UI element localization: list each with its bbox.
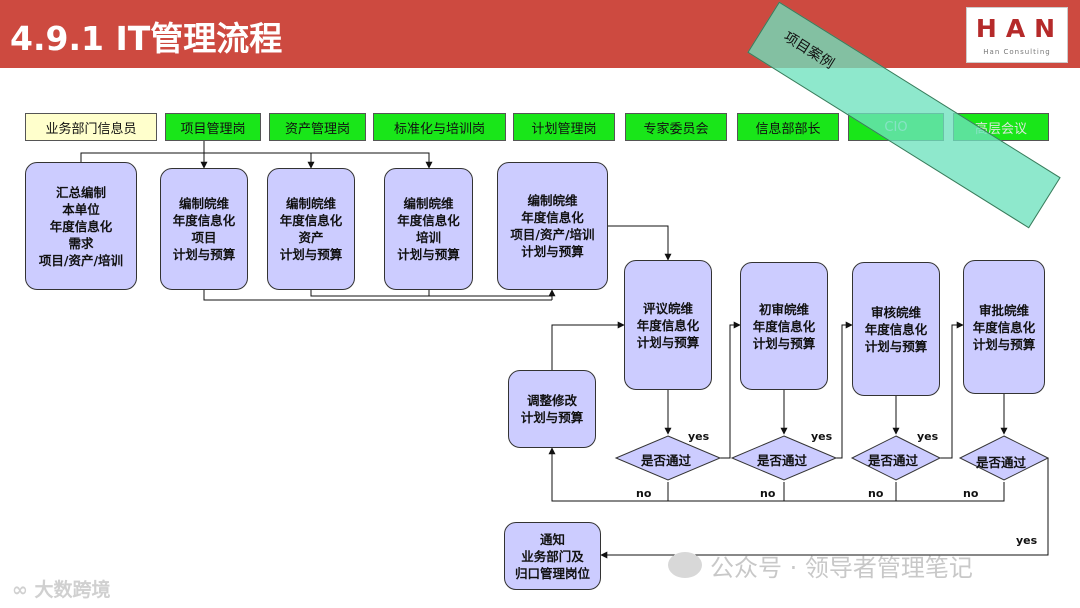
- decision-diamond-approve: [958, 435, 1050, 481]
- box-line: 计划与预算: [752, 335, 816, 351]
- brand-watermark-text: 大数跨境: [34, 579, 111, 601]
- box-line: 年度信息化: [521, 210, 584, 225]
- han-logo: HAN Han Consulting: [966, 7, 1068, 63]
- box-line: 资产: [298, 230, 324, 245]
- role-asset-manager: 资产管理岗: [269, 113, 366, 141]
- box-review-plan: 评议皖维 年度信息化 计划与预算: [624, 260, 712, 390]
- title-bar: 4.9.1 IT管理流程: [0, 0, 1080, 68]
- box-adjust-plan: 调整修改 计划与预算: [508, 370, 596, 448]
- box-collect-demand: 汇总编制 本单位 年度信息化 需求 项目/资产/培训: [25, 162, 137, 290]
- box-line: 年度信息化: [397, 213, 460, 228]
- role-project-manager: 项目管理岗: [165, 113, 261, 141]
- box-line: 项目/资产/培训: [510, 227, 595, 242]
- box-prelim-review: 初审皖维 年度信息化 计划与预算: [740, 262, 828, 390]
- brand-watermark: ∞ 大数跨境: [12, 575, 110, 602]
- box-combined-plan: 编制皖维 年度信息化 项目/资产/培训 计划与预算: [497, 162, 608, 290]
- decision-label-review: 是否通过: [641, 453, 692, 468]
- decision-label-approve: 是否通过: [976, 455, 1027, 470]
- box-line: 项目: [191, 230, 217, 245]
- box-line: 评议皖维: [642, 300, 693, 316]
- box-line: 计划与预算: [864, 338, 928, 354]
- connector-to-asset-box: [204, 152, 315, 169]
- box-notify-departments: 通知 业务部门及 归口管理岗位: [504, 522, 601, 590]
- box-line: 编制皖维: [403, 196, 454, 211]
- box-line: 通知: [539, 531, 565, 547]
- connector-yes-approve: [600, 458, 1049, 559]
- box-line: 年度信息化: [49, 218, 113, 234]
- decision-diamond-prelim: [730, 435, 838, 481]
- connector-project-to-plan: [203, 290, 552, 301]
- box-line: 年度信息化: [752, 318, 816, 334]
- wechat-watermark: 公众号 · 领导者管理笔记: [710, 554, 973, 582]
- role-standards-training: 标准化与培训岗: [373, 113, 506, 141]
- box-line: 培训: [415, 230, 441, 245]
- connector-asset-to-plan: [310, 290, 552, 297]
- box-line: 计划与预算: [972, 336, 1036, 352]
- box-line: 项目/资产/培训: [38, 252, 124, 268]
- box-line: 计划与预算: [279, 247, 343, 262]
- logo-subtext: Han Consulting: [983, 48, 1051, 56]
- page-title: 4.9.1 IT管理流程: [10, 19, 283, 58]
- box-line: 审核皖维: [870, 304, 921, 320]
- connector-yes-review: [720, 321, 741, 459]
- box-line: 年度信息化: [864, 321, 928, 337]
- connector-header-to-collect: [80, 141, 205, 162]
- box-line: 需求: [68, 235, 94, 251]
- connector-no-return: [548, 447, 1005, 502]
- decision-label-prelim: 是否通过: [757, 453, 808, 468]
- no-label-audit: no: [868, 487, 884, 500]
- no-label-review: no: [636, 487, 652, 500]
- banner-label: 项目案例: [780, 29, 837, 73]
- box-training-plan: 编制皖维 年度信息化 培训 计划与预算: [384, 168, 473, 290]
- box-line: 业务部门及: [521, 548, 584, 564]
- box-line: 编制皖维: [285, 196, 336, 211]
- connector-yes-prelim: [836, 321, 853, 459]
- role-expert-committee: 专家委员会: [625, 113, 727, 141]
- decision-label-audit: 是否通过: [868, 453, 919, 468]
- wechat-icon: [668, 552, 702, 578]
- box-line: 计划与预算: [636, 334, 700, 350]
- no-label-approve: no: [963, 487, 979, 500]
- yes-label-review: yes: [688, 430, 710, 443]
- logo-text: HAN: [975, 14, 1065, 43]
- yes-label-audit: yes: [917, 430, 939, 443]
- connector-adjust-to-review: [551, 321, 625, 370]
- box-line: 归口管理岗位: [514, 565, 590, 581]
- decision-diamond-review: [614, 435, 722, 481]
- link-icon: ∞: [12, 579, 35, 601]
- box-line: 年度信息化: [636, 317, 700, 333]
- box-line: 审批皖维: [978, 302, 1029, 318]
- box-line: 年度信息化: [279, 213, 343, 228]
- yes-label-prelim: yes: [811, 430, 833, 443]
- role-board-meeting: 高层会议: [953, 113, 1049, 141]
- box-audit-plan: 审核皖维 年度信息化 计划与预算: [852, 262, 940, 396]
- role-plan-manager: 计划管理岗: [513, 113, 615, 141]
- box-line: 计划与预算: [520, 410, 584, 425]
- connector-plan-to-review: [608, 225, 672, 261]
- box-line: 汇总编制: [55, 184, 106, 200]
- no-label-prelim: no: [760, 487, 776, 500]
- box-project-plan: 编制皖维 年度信息化 项目 计划与预算: [160, 168, 248, 290]
- box-line: 编制皖维: [527, 193, 578, 208]
- role-it-director: 信息部部长: [737, 113, 839, 141]
- connector-to-training-box: [311, 152, 433, 169]
- box-asset-plan: 编制皖维 年度信息化 资产 计划与预算: [267, 168, 355, 290]
- box-approve-plan: 审批皖维 年度信息化 计划与预算: [963, 260, 1045, 394]
- decision-diamond-audit: [850, 435, 942, 481]
- connector-yes-audit: [940, 321, 964, 459]
- box-line: 调整修改: [526, 393, 577, 408]
- yes-label-approve: yes: [1016, 534, 1038, 547]
- box-line: 编制皖维: [178, 196, 229, 211]
- box-line: 年度信息化: [172, 213, 236, 228]
- box-line: 计划与预算: [521, 244, 584, 259]
- box-line: 初审皖维: [758, 301, 809, 317]
- box-line: 计划与预算: [172, 247, 236, 262]
- role-business-info-officer: 业务部门信息员: [25, 113, 157, 141]
- box-line: 本单位: [62, 201, 100, 217]
- box-line: 年度信息化: [972, 319, 1036, 335]
- box-line: 计划与预算: [397, 247, 460, 262]
